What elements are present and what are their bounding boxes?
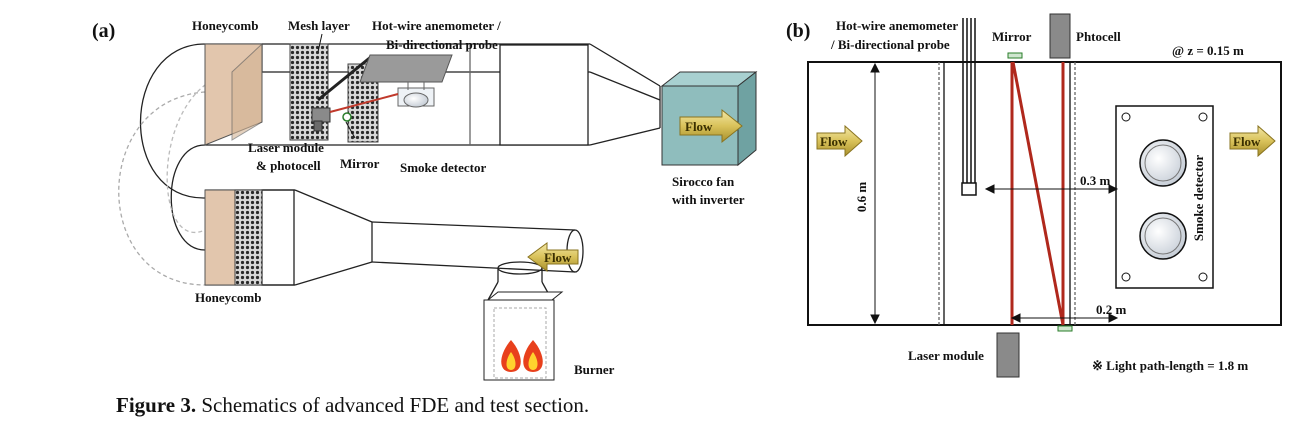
label-hotwire-line2: Bi-directional probe <box>386 37 498 52</box>
smoke-detector-3d <box>397 82 435 108</box>
honeycomb-lower <box>204 189 236 286</box>
label-hotwire-b-line1: Hot-wire anemometer <box>836 18 958 33</box>
label-fan-line2: with inverter <box>672 192 745 207</box>
leader-lines-a <box>317 33 356 139</box>
flow-label-left-b: Flow <box>820 134 848 149</box>
panel-b-tag: (b) <box>786 20 810 42</box>
label-laser-line1: Laser module <box>248 140 324 155</box>
panel-b: (b) <box>786 13 1282 378</box>
label-smoke-detector-a: Smoke detector <box>400 160 487 175</box>
label-gap-dim: 0.2 m <box>1096 302 1127 317</box>
sirocco-fan <box>660 70 758 167</box>
dimension-lines <box>870 62 1119 325</box>
label-honeycomb-top: Honeycomb <box>192 18 258 33</box>
label-hotwire-b-line2: / Bi-directional probe <box>830 37 950 52</box>
label-hotwire-line1: Hot-wire anemometer / <box>372 18 501 33</box>
flow-arrow-inlet: Flow <box>527 242 579 272</box>
label-smoke-detector-b: Smoke detector <box>1191 155 1206 242</box>
label-mirror-b: Mirror <box>992 29 1032 44</box>
panel-a-tag: (a) <box>92 20 115 42</box>
flame-icon <box>501 340 543 372</box>
honeycomb-upper <box>204 42 263 146</box>
flow-label-right-b: Flow <box>1233 134 1261 149</box>
laser-module-block <box>996 332 1020 378</box>
label-mirror-a: Mirror <box>340 156 380 171</box>
mirror-3d <box>342 112 352 122</box>
label-laser-module-b: Laser module <box>908 348 984 363</box>
label-photocell: Phtocell <box>1076 29 1121 44</box>
caption-text: Schematics of advanced FDE and test sect… <box>201 393 590 417</box>
section-dividers <box>938 62 1076 325</box>
label-fan-line1: Sirocco fan <box>672 174 735 189</box>
flow-label-inlet: Flow <box>544 250 572 265</box>
figure-caption: Figure 3. Schematics of advanced FDE and… <box>116 393 589 418</box>
panel-a: (a) <box>92 18 758 381</box>
photocell-block <box>1049 13 1071 59</box>
hotwire-probe-b <box>961 18 977 196</box>
label-width-dim: 0.3 m <box>1080 173 1111 188</box>
label-light-path: ※ Light path-length = 1.8 m <box>1092 358 1248 373</box>
mesh-layer-lower <box>234 189 263 286</box>
burner-box <box>483 291 564 381</box>
label-z-position: @ z = 0.15 m <box>1172 43 1244 58</box>
smoke-detector-b: Smoke detector <box>1115 105 1214 289</box>
laser-module-3d <box>311 93 399 132</box>
mirror-bottom <box>1057 325 1073 332</box>
label-laser-line2: & photocell <box>256 158 321 173</box>
caption-label: Figure 3. <box>116 393 197 417</box>
light-beams <box>1010 61 1065 326</box>
hotwire-probe-rod <box>317 54 373 102</box>
flow-arrow-fan: Flow <box>679 108 743 144</box>
flow-arrow-left-b: Flow <box>816 124 863 158</box>
test-section-plate <box>359 54 453 83</box>
flow-label-fan: Flow <box>685 119 713 134</box>
mirror-top <box>1007 52 1023 59</box>
label-honeycomb-bottom: Honeycomb <box>195 290 261 305</box>
label-mesh-layer: Mesh layer <box>288 18 350 33</box>
flow-arrow-right-b: Flow <box>1229 124 1276 158</box>
return-duct <box>118 43 239 286</box>
label-burner: Burner <box>574 362 615 377</box>
label-height-dim: 0.6 m <box>854 182 869 213</box>
